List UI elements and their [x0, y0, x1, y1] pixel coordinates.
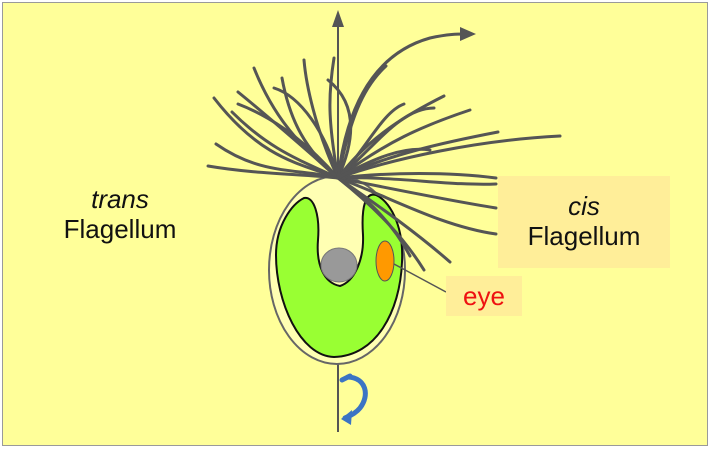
trans-label-text: Flagellum [63, 214, 177, 244]
cis-flagellum-label: cis Flagellum [498, 191, 670, 251]
swim-direction-arrow-icon [336, 27, 476, 179]
trans-flagellum-label: trans Flagellum [40, 184, 200, 244]
cis-label-italic: cis [568, 191, 600, 221]
eye-label: eye [463, 281, 505, 311]
trans-flagellum-strokes [206, 56, 388, 180]
eyespot [375, 240, 395, 282]
nucleus [320, 247, 358, 283]
cis-label-box [498, 176, 670, 268]
cis-label-text: Flagellum [527, 221, 641, 251]
curved-rotation-arrow-icon [339, 373, 368, 425]
eye-pointer-line [393, 263, 447, 293]
cis-flagellum-strokes [336, 94, 562, 272]
eye-label-box [446, 276, 522, 316]
trans-label-italic: trans [91, 184, 149, 214]
